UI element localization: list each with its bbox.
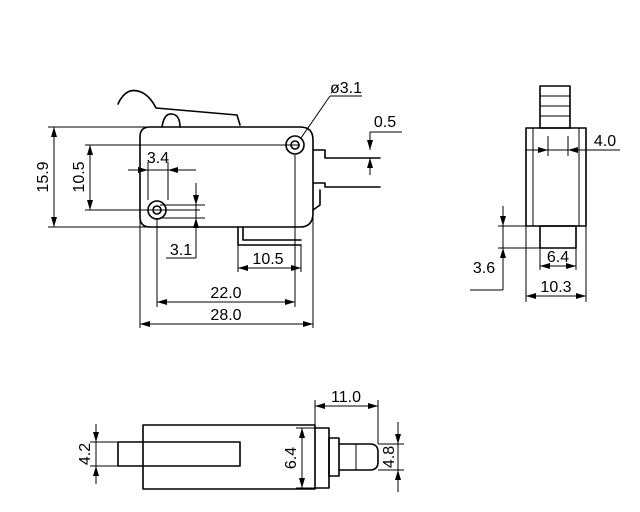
dim-terminal-distance: 10.5 (252, 251, 283, 268)
dim-plunger-width: 4.0 (594, 133, 616, 150)
front-view: 15.9 10.5 3.4 3.1 ø3.1 0.5 10.5 22.0 (35, 80, 402, 328)
dim-hole-diameter: ø3.1 (330, 80, 362, 97)
dim-hole-horizontal-spacing: 22.0 (210, 285, 241, 302)
bottom-lever (117, 441, 241, 467)
dim-terminal-width: 6.4 (283, 447, 300, 469)
side-body (525, 127, 587, 227)
side-base (539, 225, 577, 249)
terminal-stub (312, 189, 321, 211)
bottom-terminal-neck (328, 437, 340, 477)
dim-overall-height: 15.9 (35, 161, 52, 192)
lever-roller (161, 113, 181, 128)
dim-overall-length: 28.0 (210, 307, 241, 324)
dim-terminal-thickness: 0.5 (374, 114, 396, 131)
dim-overall-width: 10.3 (540, 279, 571, 296)
actuator-lever (117, 89, 241, 126)
dim-tab-width: 4.8 (381, 446, 398, 468)
dim-lever-width: 4.2 (77, 443, 94, 465)
bottom-terminal-flange (314, 427, 330, 489)
dim-hole-offset-x: 3.4 (147, 150, 169, 167)
bottom-body (142, 424, 316, 490)
dim-hole-vertical-spacing: 10.5 (71, 161, 88, 192)
dim-hole-offset-y: 3.1 (170, 242, 192, 259)
side-view: 4.0 3.6 6.4 10.3 (470, 85, 620, 302)
terminal-bottom (242, 226, 302, 241)
terminal-common (312, 149, 381, 159)
dim-base-height: 3.6 (473, 260, 495, 277)
terminal-bottom-edge (237, 226, 302, 246)
plunger-top (539, 85, 571, 129)
terminal-no (312, 182, 381, 188)
switch-body-outline (139, 126, 314, 228)
dim-terminal-projection: 11.0 (331, 389, 361, 406)
bottom-view: 11.0 4.2 6.4 4.8 (77, 389, 404, 492)
bottom-terminal-tab (338, 443, 379, 471)
dim-base-width: 6.4 (547, 249, 569, 266)
